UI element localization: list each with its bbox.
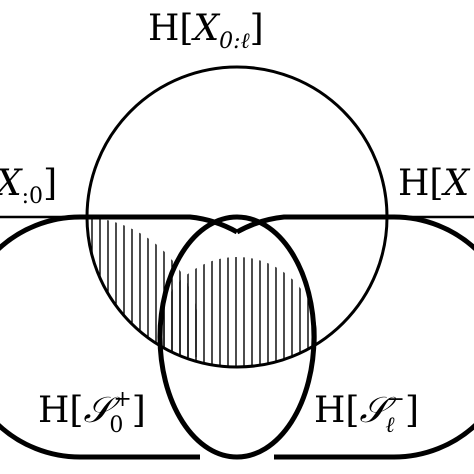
- left-stadium-top-edge: [80, 214, 239, 235]
- inner-circle: [157, 214, 317, 460]
- label-bottom-right: H[𝒮ℓ−]: [314, 387, 419, 438]
- label-right: H[X: [398, 163, 470, 204]
- label-top: H[X0:ℓ]: [148, 8, 264, 54]
- label-left: X:0]: [0, 163, 57, 209]
- label-bottom-left: H[𝒮0+]: [38, 387, 146, 438]
- right-stadium: [235, 214, 474, 460]
- left-stadium: [0, 214, 200, 460]
- hatched-region: [90, 217, 317, 367]
